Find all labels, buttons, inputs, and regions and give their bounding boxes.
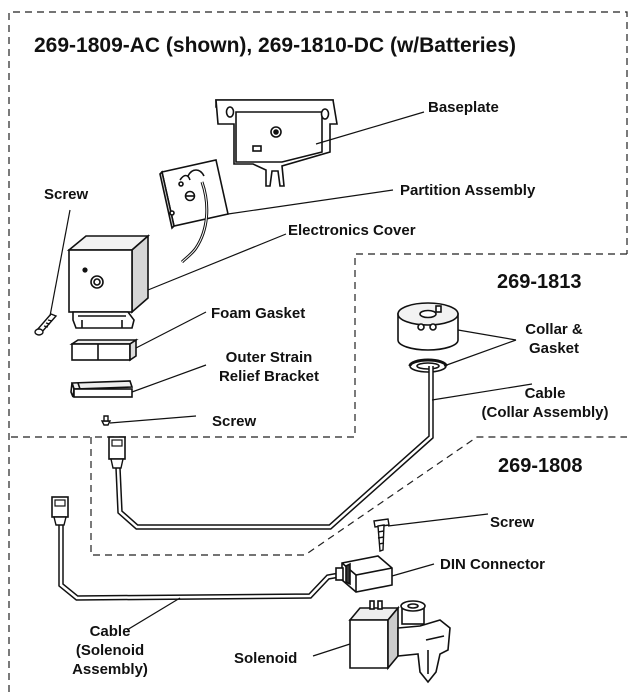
leader-din-connector: [391, 563, 435, 577]
collar-gasket-label: Collar & Gasket: [514, 320, 594, 358]
electronics-cover-part: [66, 234, 151, 329]
foam-gasket-part: [69, 338, 139, 362]
screw-bottom-label: Screw: [212, 413, 257, 430]
cable-collar-part: [108, 366, 434, 530]
solenoid-kit-boundary: [90, 436, 627, 556]
diagram-title: 269-1809-AC (shown), 269-1810-DC (w/Batt…: [34, 34, 516, 57]
baseplate-label: Baseplate: [428, 99, 499, 116]
outer-strain-relief-bracket-label: Outer Strain Relief Bracket: [206, 348, 332, 386]
outer-strain-line1: Outer Strain: [225, 349, 313, 366]
leader-screw-top: [49, 209, 71, 317]
collar-kit-number: 269-1813: [497, 271, 582, 293]
main-kit-boundary: [8, 11, 628, 692]
solenoid-part: [348, 600, 451, 684]
leader-electronics-cover: [147, 233, 287, 291]
partition-assembly-label: Partition Assembly: [400, 182, 536, 199]
screw-right-part: [373, 518, 390, 552]
din-connector-part: [335, 555, 393, 593]
solenoid-kit-number: 269-1808: [498, 455, 583, 477]
cable-collar-line2: (Collar Assembly): [481, 404, 609, 421]
cable-solenoid-label: Cable (Solenoid Assembly): [60, 622, 160, 679]
cable-solenoid-line2: (Solenoid: [75, 642, 145, 659]
cable-collar-label: Cable (Collar Assembly): [462, 384, 628, 422]
partition-assembly-part: [159, 159, 229, 264]
leader-cable-solenoid: [126, 597, 181, 631]
collar-kit-boundary: [9, 253, 627, 438]
leader-outer-strain: [131, 364, 207, 393]
kit-boundaries: [8, 11, 628, 692]
leader-baseplate: [315, 111, 425, 145]
collar-line2: Gasket: [528, 340, 580, 357]
outer-strain-relief-bracket-part: [70, 380, 134, 398]
electronics-cover-label: Electronics Cover: [288, 222, 416, 239]
collar-line1: Collar &: [525, 321, 583, 338]
cable-solenoid-line1: Cable: [89, 623, 131, 640]
cable-solenoid-part: [51, 496, 346, 601]
leader-gasket: [443, 339, 517, 367]
screw-top-part: [34, 313, 58, 336]
cable-collar-line1: Cable: [524, 385, 566, 402]
din-connector-label: DIN Connector: [440, 556, 545, 573]
leader-partition: [227, 189, 394, 215]
leader-screw-bottom: [109, 415, 197, 424]
solenoid-label: Solenoid: [234, 650, 298, 667]
outer-strain-line2: Relief Bracket: [218, 368, 320, 385]
cable-solenoid-line3: Assembly): [72, 661, 148, 678]
collar-gasket-part: [397, 302, 459, 373]
baseplate-part: [215, 99, 338, 187]
foam-gasket-label: Foam Gasket: [211, 305, 306, 322]
leader-cable-collar: [431, 383, 533, 401]
screw-right-label: Screw: [490, 514, 535, 531]
screw-bottom-part: [100, 415, 112, 426]
leader-solenoid: [312, 643, 351, 657]
leader-lines: [49, 111, 533, 657]
screw-top-label: Screw: [44, 186, 89, 203]
leader-screw-right: [387, 513, 489, 527]
leader-collar: [457, 329, 517, 341]
leader-foam-gasket: [135, 311, 207, 349]
